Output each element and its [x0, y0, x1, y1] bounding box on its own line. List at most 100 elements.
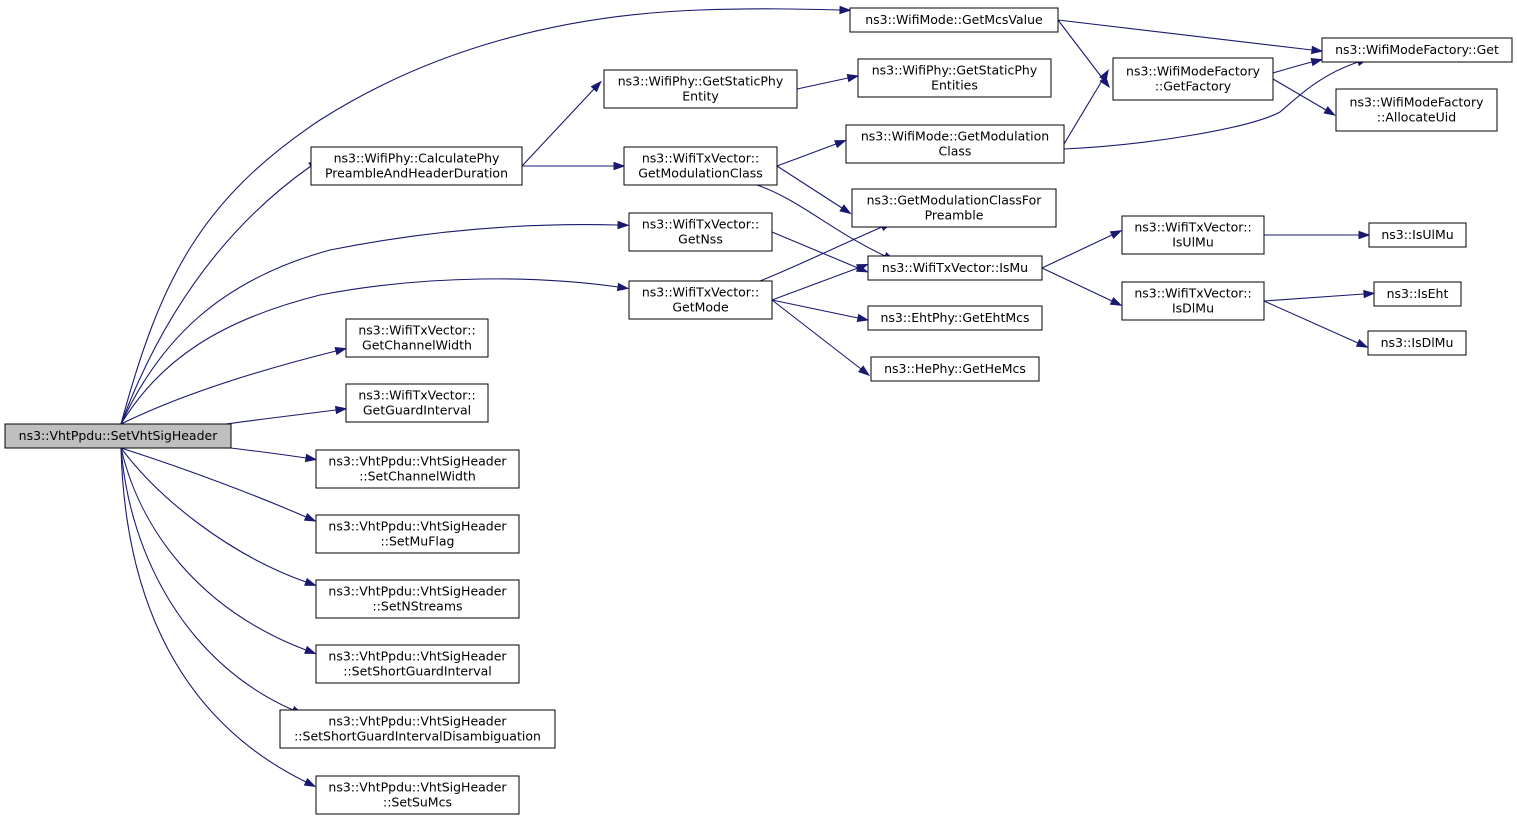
edge-line: [1272, 61, 1313, 74]
node-box: [1112, 57, 1274, 101]
edge-line: [120, 447, 307, 583]
node-label-line: ::SetChannelWidth: [359, 469, 476, 484]
edge-line: [1263, 293, 1365, 302]
node-getMcsValue[interactable]: ns3::WifiMode::GetMcsValue: [849, 7, 1059, 33]
node-modeGetModClass[interactable]: ns3::WifiMode::GetModulationClass: [845, 124, 1065, 164]
node-setChanWidth[interactable]: ns3::VhtPpdu::VhtSigHeader::SetChannelWi…: [315, 449, 520, 489]
edge-line: [120, 447, 307, 651]
arrow-head: [856, 263, 869, 273]
edge-line: [776, 165, 843, 209]
edge-isUlMuVec-to-isUlMu: [1264, 230, 1371, 240]
arrow-head: [617, 220, 630, 230]
arrow-head: [839, 204, 852, 215]
edge-line: [771, 299, 862, 370]
node-txGetModClass[interactable]: ns3::WifiTxVector::GetModulationClass: [623, 146, 778, 186]
node-label-line: ns3::EhtPhy::GetEhtMcs: [880, 310, 1029, 325]
node-setSGI[interactable]: ns3::VhtPpdu::VhtSigHeader::SetShortGuar…: [315, 644, 520, 684]
arrow-head: [1109, 230, 1123, 240]
node-isDlMu[interactable]: ns3::IsDlMu: [1367, 330, 1467, 356]
arrow-head: [334, 405, 348, 415]
arrow-head: [1355, 338, 1369, 348]
node-label-line: GetChannelWidth: [362, 338, 472, 353]
node-box: [1321, 37, 1513, 63]
edge-line: [1041, 267, 1113, 302]
arrow-head: [304, 453, 318, 463]
node-box: [851, 188, 1057, 228]
edge-getMode-to-getEhtMcs: [771, 299, 870, 323]
edge-line: [1263, 300, 1359, 344]
node-label-line: ::SetShortGuardInterval: [343, 664, 492, 679]
node-factoryGet[interactable]: ns3::WifiModeFactory::Get: [1321, 37, 1513, 63]
edges-layer: [120, 5, 1376, 788]
edge-line: [771, 267, 859, 301]
node-label-line: ns3::HePhy::GetHeMcs: [884, 361, 1026, 376]
node-isUlMuVec[interactable]: ns3::WifiTxVector::IsUlMu: [1121, 215, 1265, 255]
node-getNss[interactable]: ns3::WifiTxVector::GetNss: [628, 212, 773, 252]
node-isUlMu[interactable]: ns3::IsUlMu: [1368, 222, 1467, 248]
node-label-line: ns3::VhtPpdu::VhtSigHeader: [328, 519, 507, 534]
node-label-line: ns3::WifiTxVector::: [358, 388, 475, 403]
node-label-line: ns3::WifiTxVector::: [358, 323, 475, 338]
edge-line: [230, 447, 307, 459]
node-label-line: ns3::VhtPpdu::VhtSigHeader: [328, 714, 507, 729]
node-label-line: ns3::WifiTxVector::: [1134, 220, 1251, 235]
edge-txGetModClass-to-modeGetModClass: [776, 139, 847, 167]
node-label-line: ns3::WifiPhy::GetStaticPhy: [618, 74, 784, 89]
node-box: [845, 124, 1065, 164]
edge-root-to-setMuFlag: [120, 447, 317, 522]
node-label-line: GetGuardInterval: [363, 403, 471, 418]
edge-line: [796, 77, 849, 90]
arrow-head: [303, 778, 317, 788]
node-isEht[interactable]: ns3::IsEht: [1373, 281, 1462, 307]
arrow-head: [304, 645, 317, 655]
node-getFactory[interactable]: ns3::WifiModeFactory::GetFactory: [1112, 57, 1274, 101]
arrow-head: [834, 139, 847, 149]
node-getHeMcs[interactable]: ns3::HePhy::GetHeMcs: [870, 356, 1040, 382]
node-label-line: Entities: [931, 78, 978, 93]
edge-calcPhy-to-txGetModClass: [522, 161, 626, 171]
node-box: [345, 383, 489, 423]
edge-line: [771, 299, 859, 319]
node-setMuFlag[interactable]: ns3::VhtPpdu::VhtSigHeader::SetMuFlag: [315, 514, 520, 554]
node-label-line: ns3::WifiTxVector::: [642, 285, 759, 300]
node-box: [857, 58, 1052, 98]
node-calcPhy[interactable]: ns3::WifiPhy::CalculatePhyPreambleAndHea…: [310, 146, 523, 186]
node-getEhtMcs[interactable]: ns3::EhtPhy::GetEhtMcs: [867, 305, 1043, 331]
node-getChanWidth[interactable]: ns3::WifiTxVector::GetChannelWidth: [345, 318, 489, 358]
node-label-line: Entity: [682, 89, 719, 104]
nodes-layer: ns3::VhtPpdu::SetVhtSigHeader ns3::WifiPh…: [4, 7, 1513, 815]
node-setNStreams[interactable]: ns3::VhtPpdu::VhtSigHeader::SetNStreams: [315, 579, 520, 619]
edge-root-to-getMode: [120, 278, 630, 425]
node-root[interactable]: ns3::VhtPpdu::SetVhtSigHeader: [4, 423, 232, 449]
node-getMode[interactable]: ns3::WifiTxVector::GetMode: [628, 280, 773, 320]
node-setSGID[interactable]: ns3::VhtPpdu::VhtSigHeader::SetShortGuar…: [279, 709, 556, 749]
node-label-line: ns3::WifiTxVector::: [642, 151, 759, 166]
node-box: [315, 579, 520, 619]
node-getGuard[interactable]: ns3::WifiTxVector::GetGuardInterval: [345, 383, 489, 423]
node-box: [623, 146, 778, 186]
arrow-head: [1310, 58, 1324, 67]
node-label-line: PreambleAndHeaderDuration: [325, 166, 508, 181]
node-isMu[interactable]: ns3::WifiTxVector::IsMu: [867, 255, 1043, 281]
edge-line: [120, 8, 841, 425]
edge-line: [756, 184, 886, 257]
node-allocateUid[interactable]: ns3::WifiModeFactory::AllocateUid: [1335, 88, 1498, 132]
edge-calcPhy-to-getStaticPhyEntity: [521, 80, 602, 167]
node-box: [628, 212, 773, 252]
edge-getMode-to-getHeMcs: [771, 299, 871, 377]
node-label-line: ns3::IsDlMu: [1381, 335, 1454, 350]
node-box: [315, 775, 520, 815]
edge-getNss-to-isMu: [771, 231, 869, 273]
node-setSuMcs[interactable]: ns3::VhtPpdu::VhtSigHeader::SetSuMcs: [315, 775, 520, 815]
node-box: [310, 146, 523, 186]
node-isDlMuVec[interactable]: ns3::WifiTxVector::IsDlMu: [1121, 281, 1265, 321]
arrow-head: [1363, 289, 1376, 299]
edge-isDlMuVec-to-isDlMu: [1263, 300, 1369, 348]
arrow-head: [856, 313, 870, 323]
node-box: [1368, 222, 1467, 248]
node-label-line: ns3::WifiTxVector::: [642, 217, 759, 232]
node-label-line: ::SetNStreams: [372, 599, 462, 614]
